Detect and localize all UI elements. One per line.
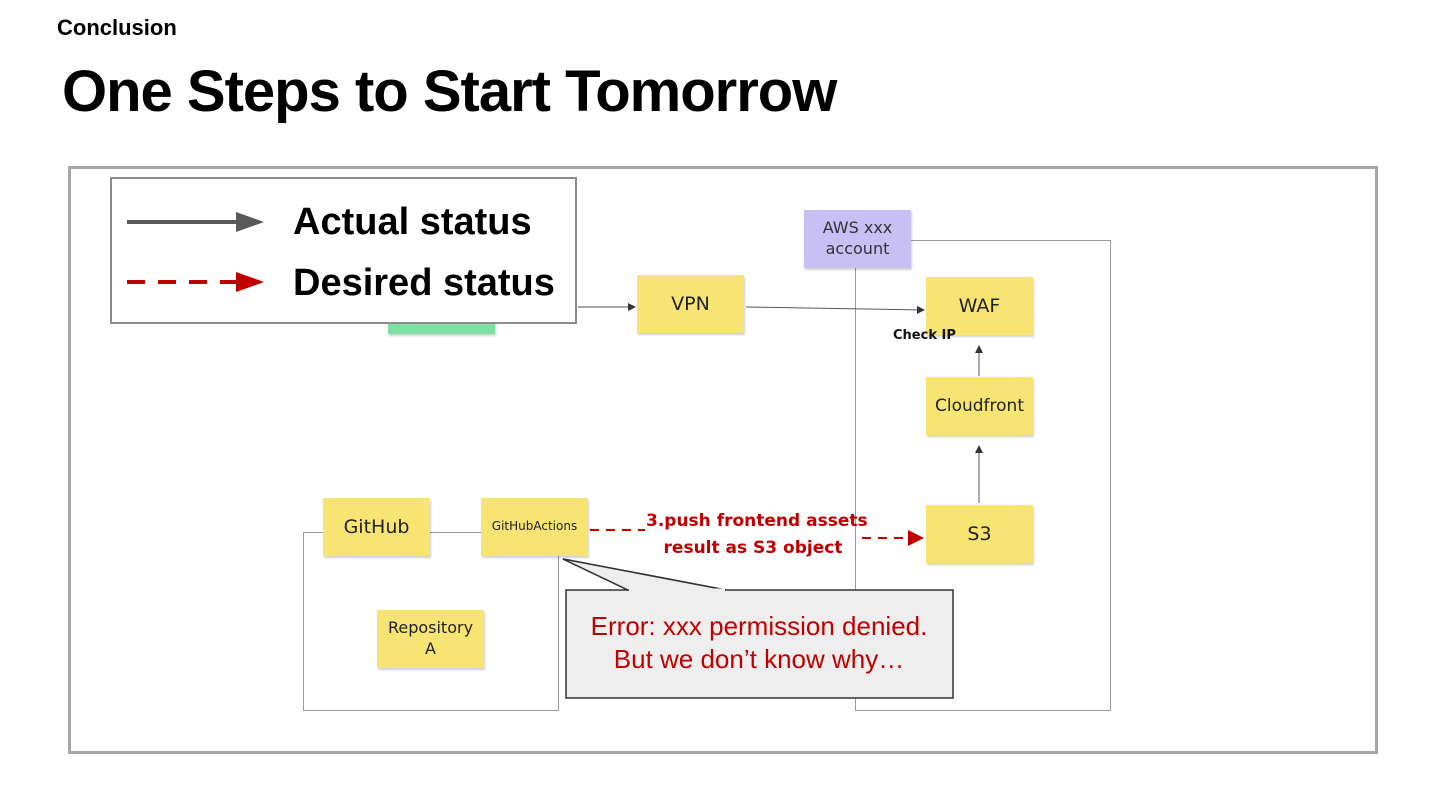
github-container [303, 532, 559, 711]
vpn-node: VPN [637, 275, 744, 333]
error-line-2: But we don’t know why… [613, 644, 905, 674]
cloudfront-node: Cloudfront [926, 377, 1033, 435]
repository-node: Repository A [377, 610, 484, 668]
arrow-vpn-to-waf [745, 305, 925, 314]
github-node: GitHub [323, 498, 430, 556]
waf-node: WAF [926, 277, 1033, 335]
legend: Actual status Desired status [110, 177, 577, 324]
diagram-frame [68, 166, 1378, 754]
aws-account-label: AWS xxx account [804, 210, 911, 268]
push-assets-label: 3.push frontend assets result as S3 obje… [646, 511, 868, 558]
slide-title: One Steps to Start Tomorrow [62, 59, 837, 124]
section-label: Conclusion [57, 15, 177, 40]
error-line-1: Error: xxx permission denied. [590, 611, 928, 641]
error-callout: Error: xxx permission denied. But we don… [566, 610, 952, 676]
s3-node: S3 [926, 505, 1033, 563]
aws-account-container [855, 240, 1111, 711]
legend-arrows [127, 212, 264, 292]
legend-desired-label: Desired status [293, 262, 555, 304]
github-actions-node: GitHubActions [481, 498, 588, 556]
legend-actual-label: Actual status [293, 201, 532, 243]
check-ip-label: Check IP [893, 328, 956, 343]
